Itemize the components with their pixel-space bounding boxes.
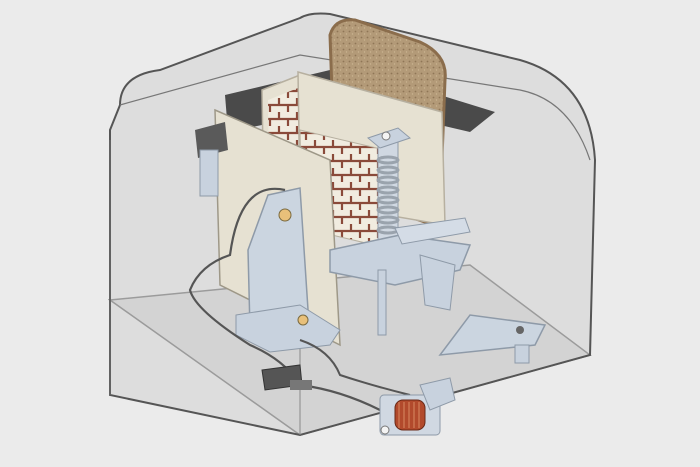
lever-guide: [195, 122, 228, 158]
solenoid-coil: [394, 399, 426, 431]
bimetal-rivet: [516, 326, 524, 334]
spring-bolt: [381, 131, 391, 141]
wire-harness: [188, 187, 396, 431]
solenoid-assembly: [379, 377, 456, 436]
switch-contact: [290, 380, 312, 390]
lever-slider: [199, 149, 219, 197]
bimetal-foot: [514, 344, 530, 364]
solenoid-bracket: [419, 377, 456, 411]
lever-rivet-bottom: [297, 314, 309, 326]
carriage-rod: [377, 269, 387, 336]
latch-bracket: [419, 254, 456, 311]
carriage-crossbar: [394, 217, 471, 245]
solenoid-screw: [380, 425, 390, 435]
lever-rivet-top: [278, 208, 292, 222]
wire-branch: [299, 339, 411, 396]
housing-top-edge: [119, 54, 591, 161]
top-slot-front: [440, 95, 495, 132]
spring-coil: [376, 155, 400, 235]
